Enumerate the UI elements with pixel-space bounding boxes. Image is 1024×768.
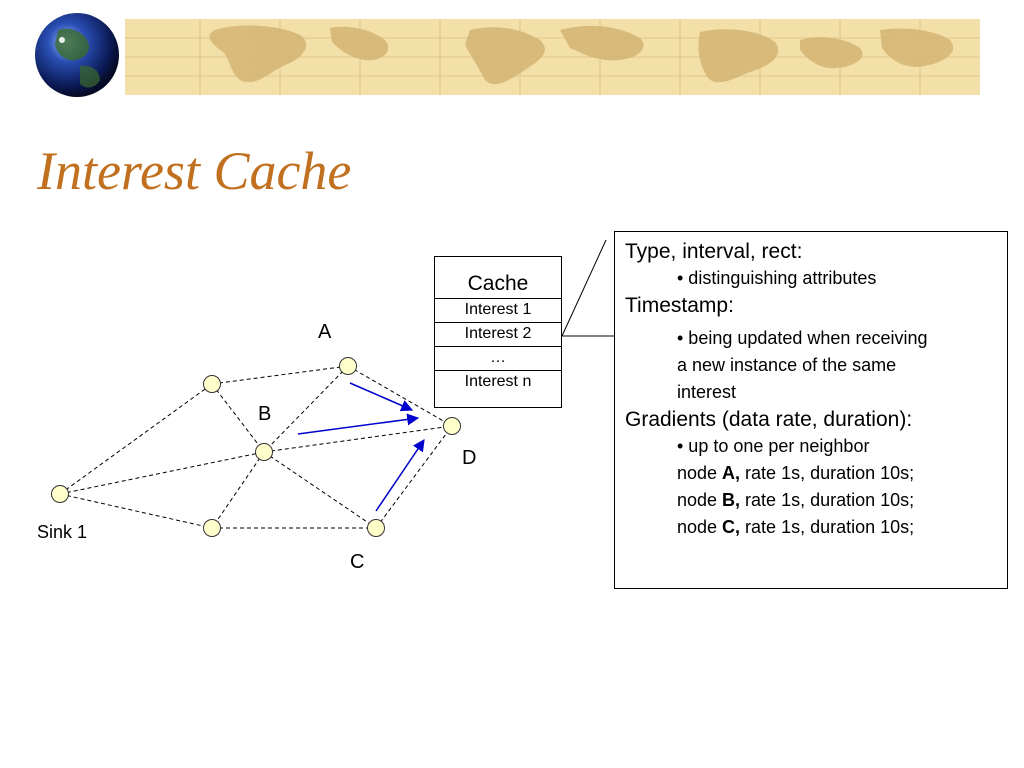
node-a-label: A — [318, 321, 332, 343]
gradients-bullet: • up to one per neighbor — [677, 436, 870, 456]
gradient-entry-c: node C, rate 1s, duration 10s; — [677, 517, 915, 537]
interest-entry-callout: Type, interval, rect: • distinguishing a… — [614, 231, 1008, 589]
timestamp-bullet-line-2: a new instance of the same — [677, 355, 897, 375]
gradient-node-a: A, — [722, 463, 741, 483]
timestamp-bullet-line-1: • being updated when receiving — [677, 328, 928, 348]
callout-line-top — [561, 239, 607, 337]
cache-table: Cache Interest 1 Interest 2 … Interest n — [434, 256, 562, 408]
timestamp-heading: Timestamp: — [625, 294, 734, 317]
link-sink-top — [59, 383, 213, 495]
node-b[interactable] — [255, 443, 273, 461]
node-sink[interactable] — [51, 485, 69, 503]
gradients-heading: Gradients (data rate, duration): — [625, 408, 913, 431]
link-b-c — [263, 451, 377, 529]
node-c[interactable] — [367, 519, 385, 537]
gradient-node-b: B, — [722, 490, 741, 510]
link-b-bottom — [211, 451, 265, 529]
node-bottom-left[interactable] — [203, 519, 221, 537]
gradient-node-c: C, — [722, 517, 741, 537]
sink-label: Sink 1 — [37, 522, 87, 542]
type-heading: Type, interval, rect: — [625, 240, 803, 263]
cache-row-interest-n: Interest n — [464, 373, 532, 390]
link-sink-bottom — [59, 493, 213, 529]
node-b-label: B — [258, 403, 271, 425]
node-d-label: D — [462, 447, 476, 469]
timestamp-bullet-line-3: interest — [677, 382, 737, 402]
cache-row-interest-1: Interest 1 — [435, 299, 561, 323]
cache-row-ellipsis: … — [435, 347, 561, 371]
link-sink-b — [59, 451, 265, 495]
type-bullet: • distinguishing attributes — [677, 268, 877, 288]
node-a[interactable] — [339, 357, 357, 375]
header-banner — [32, 10, 980, 100]
arrow-c-to-d — [375, 439, 425, 512]
gradient-entry-b: node B, rate 1s, duration 10s; — [677, 490, 915, 510]
link-a-b — [263, 365, 349, 453]
link-top-a — [211, 365, 349, 385]
link-b-d — [263, 425, 453, 453]
network-links — [59, 365, 453, 529]
node-c-label: C — [350, 551, 364, 573]
slide-title: Interest Cache — [37, 141, 352, 201]
link-top-b — [211, 383, 265, 453]
arrow-a-to-d — [349, 382, 414, 412]
cache-header: Cache — [435, 257, 561, 299]
node-d[interactable] — [443, 417, 461, 435]
gradient-entry-a: node A, rate 1s, duration 10s; — [677, 463, 915, 483]
link-a-d — [347, 365, 453, 427]
link-c-d — [375, 425, 453, 529]
cache-row-interest-2: Interest 2 — [435, 323, 561, 347]
arrow-b-to-d — [297, 413, 420, 435]
node-top-left[interactable] — [203, 375, 221, 393]
